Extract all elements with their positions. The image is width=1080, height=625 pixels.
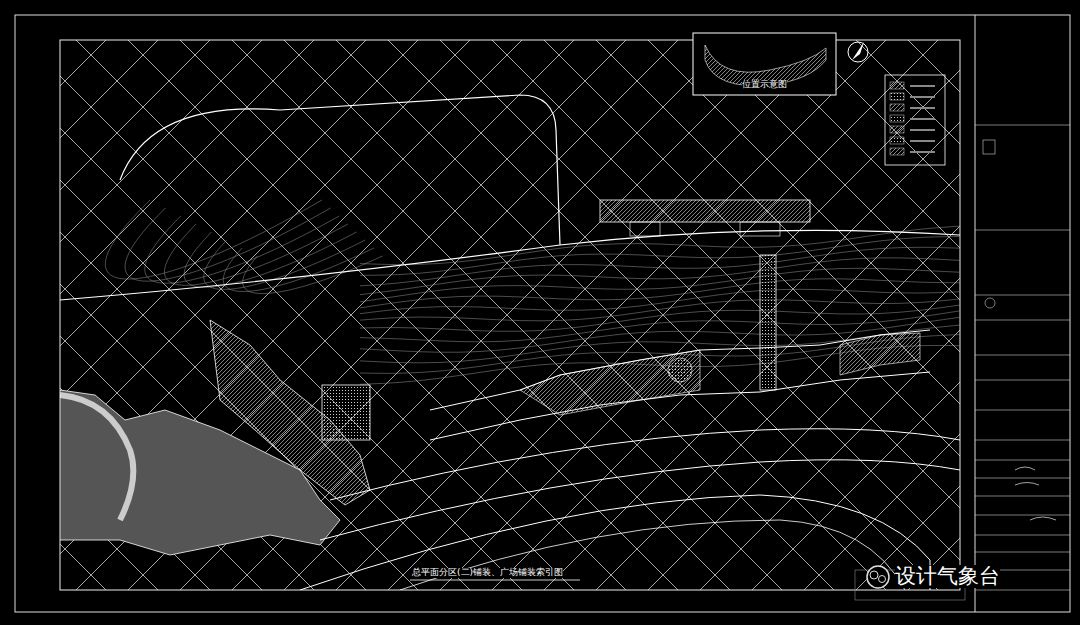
drawing-title: 总平面分区(二)铺装、广场铺装索引图 [412,568,563,578]
watermark: 设计气象台 [895,565,1000,588]
inset-title: 位置示意图 [742,80,787,90]
